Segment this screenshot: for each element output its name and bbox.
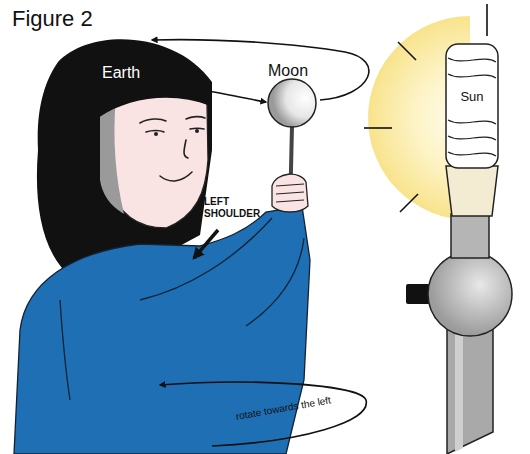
moon-label: Moon [268,62,308,80]
sun-label: Sun [460,90,483,105]
moon-arrow [186,88,266,102]
rotation-label: rotate towards the left [235,394,332,422]
shoulder-arrow [194,230,218,258]
lamp [406,44,512,454]
body-part-label: LEFT SHOULDER [204,196,266,219]
earth-label: Earth [102,64,140,82]
orbit-arrow [152,40,369,100]
figure-title: Figure 2 [12,6,93,31]
rotation-arrow [160,382,366,446]
moon-model [268,79,316,212]
girl-figure [14,39,310,454]
